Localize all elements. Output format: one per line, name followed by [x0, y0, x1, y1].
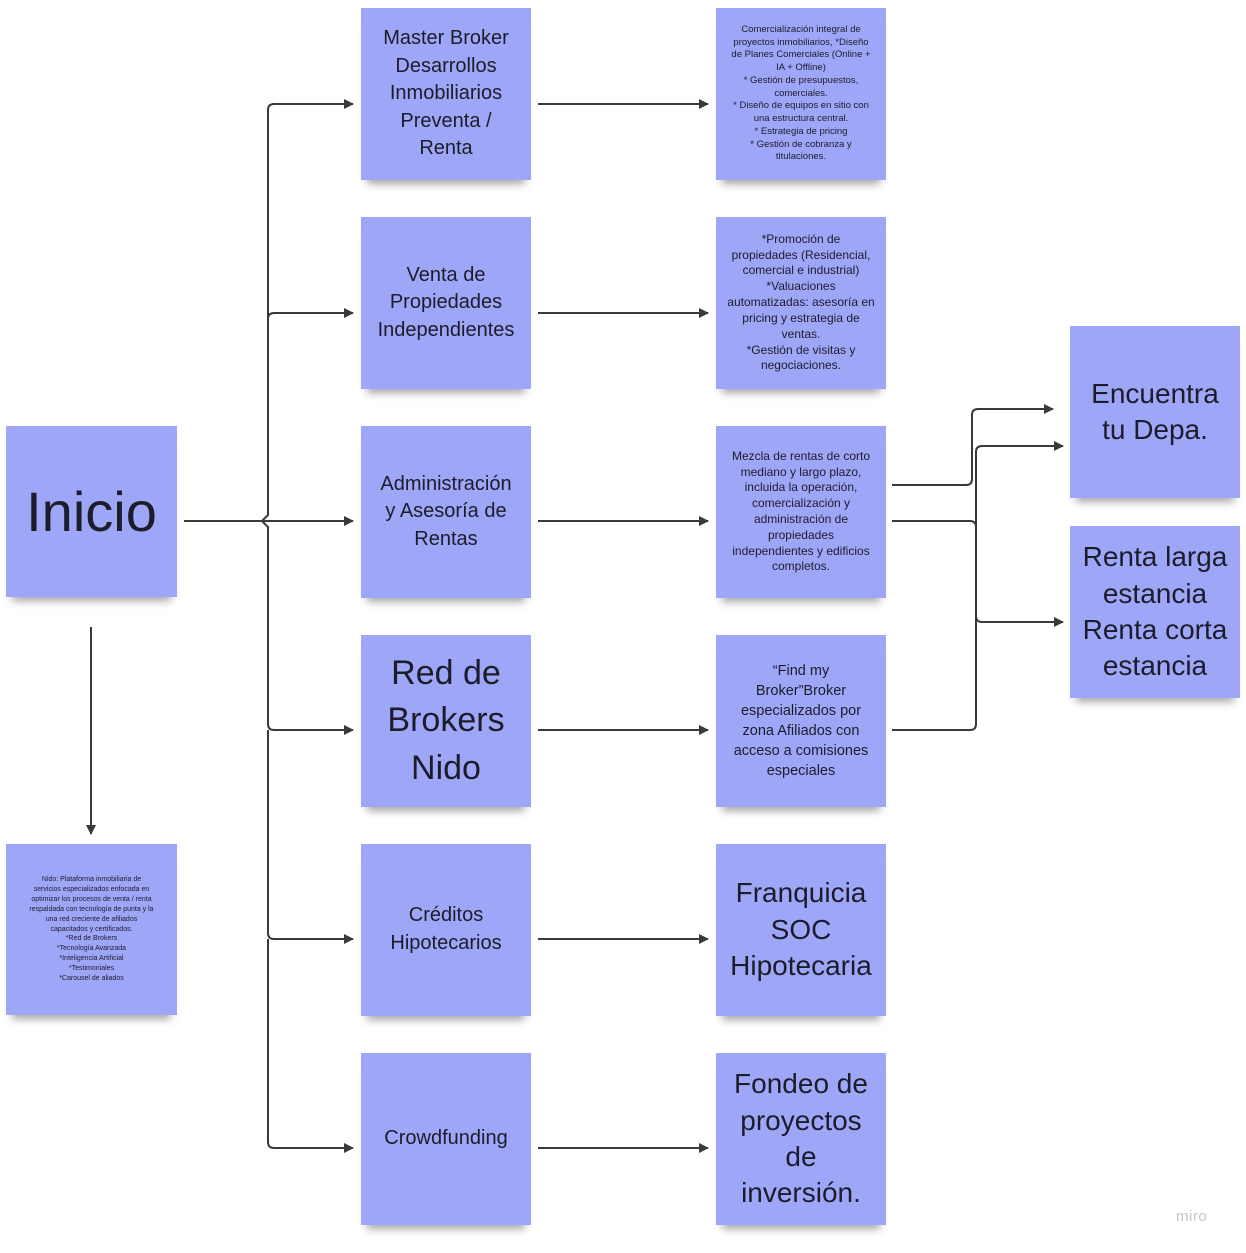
miro-watermark: miro — [1176, 1208, 1208, 1225]
note-red-brokers-detail[interactable]: “Find my Broker”Broker especializados po… — [716, 635, 886, 807]
connector-to-red-brokers — [261, 520, 354, 735]
note-renta-estancia[interactable]: Renta larga estancia Renta corta estanci… — [1070, 526, 1240, 698]
connector-rentas-to-renta-estancia — [892, 520, 1064, 627]
connector-to-creditos — [267, 730, 354, 944]
note-crowdfunding[interactable]: Crowdfunding — [361, 1053, 531, 1225]
connector-to-master-broker — [261, 99, 354, 522]
note-fondeo-proyectos[interactable]: Fondeo de proyectos de inversión. — [716, 1053, 886, 1225]
connector-to-venta — [267, 308, 354, 320]
note-inicio[interactable]: Inicio — [6, 426, 177, 597]
note-summary[interactable]: Nido: Plataforma inmobiliaria de servici… — [6, 844, 177, 1015]
note-rentas-detail[interactable]: Mezcla de rentas de corto mediano y larg… — [716, 426, 886, 598]
note-master-broker[interactable]: Master Broker Desarrollos Inmobiliarios … — [361, 8, 531, 180]
connector-red-to-encuentra — [892, 441, 1064, 731]
note-encuentra-depa[interactable]: Encuentra tu Depa. — [1070, 326, 1240, 498]
note-master-broker-detail[interactable]: Comercialización integral de proyectos i… — [716, 8, 886, 180]
connector-to-crowdfunding — [267, 939, 354, 1153]
note-red-brokers[interactable]: Red de Brokers Nido — [361, 635, 531, 807]
connector-rentas-to-encuentra — [892, 404, 1054, 486]
note-administracion-rentas[interactable]: Administración y Asesoría de Rentas — [361, 426, 531, 598]
note-venta-propiedades[interactable]: Venta de Propiedades Independientes — [361, 217, 531, 389]
note-franquicia-soc[interactable]: Franquicia SOC Hipotecaria — [716, 844, 886, 1016]
note-venta-detail[interactable]: *Promoción de propiedades (Residencial, … — [716, 217, 886, 389]
note-creditos-hipotecarios[interactable]: Créditos Hipotecarios — [361, 844, 531, 1016]
